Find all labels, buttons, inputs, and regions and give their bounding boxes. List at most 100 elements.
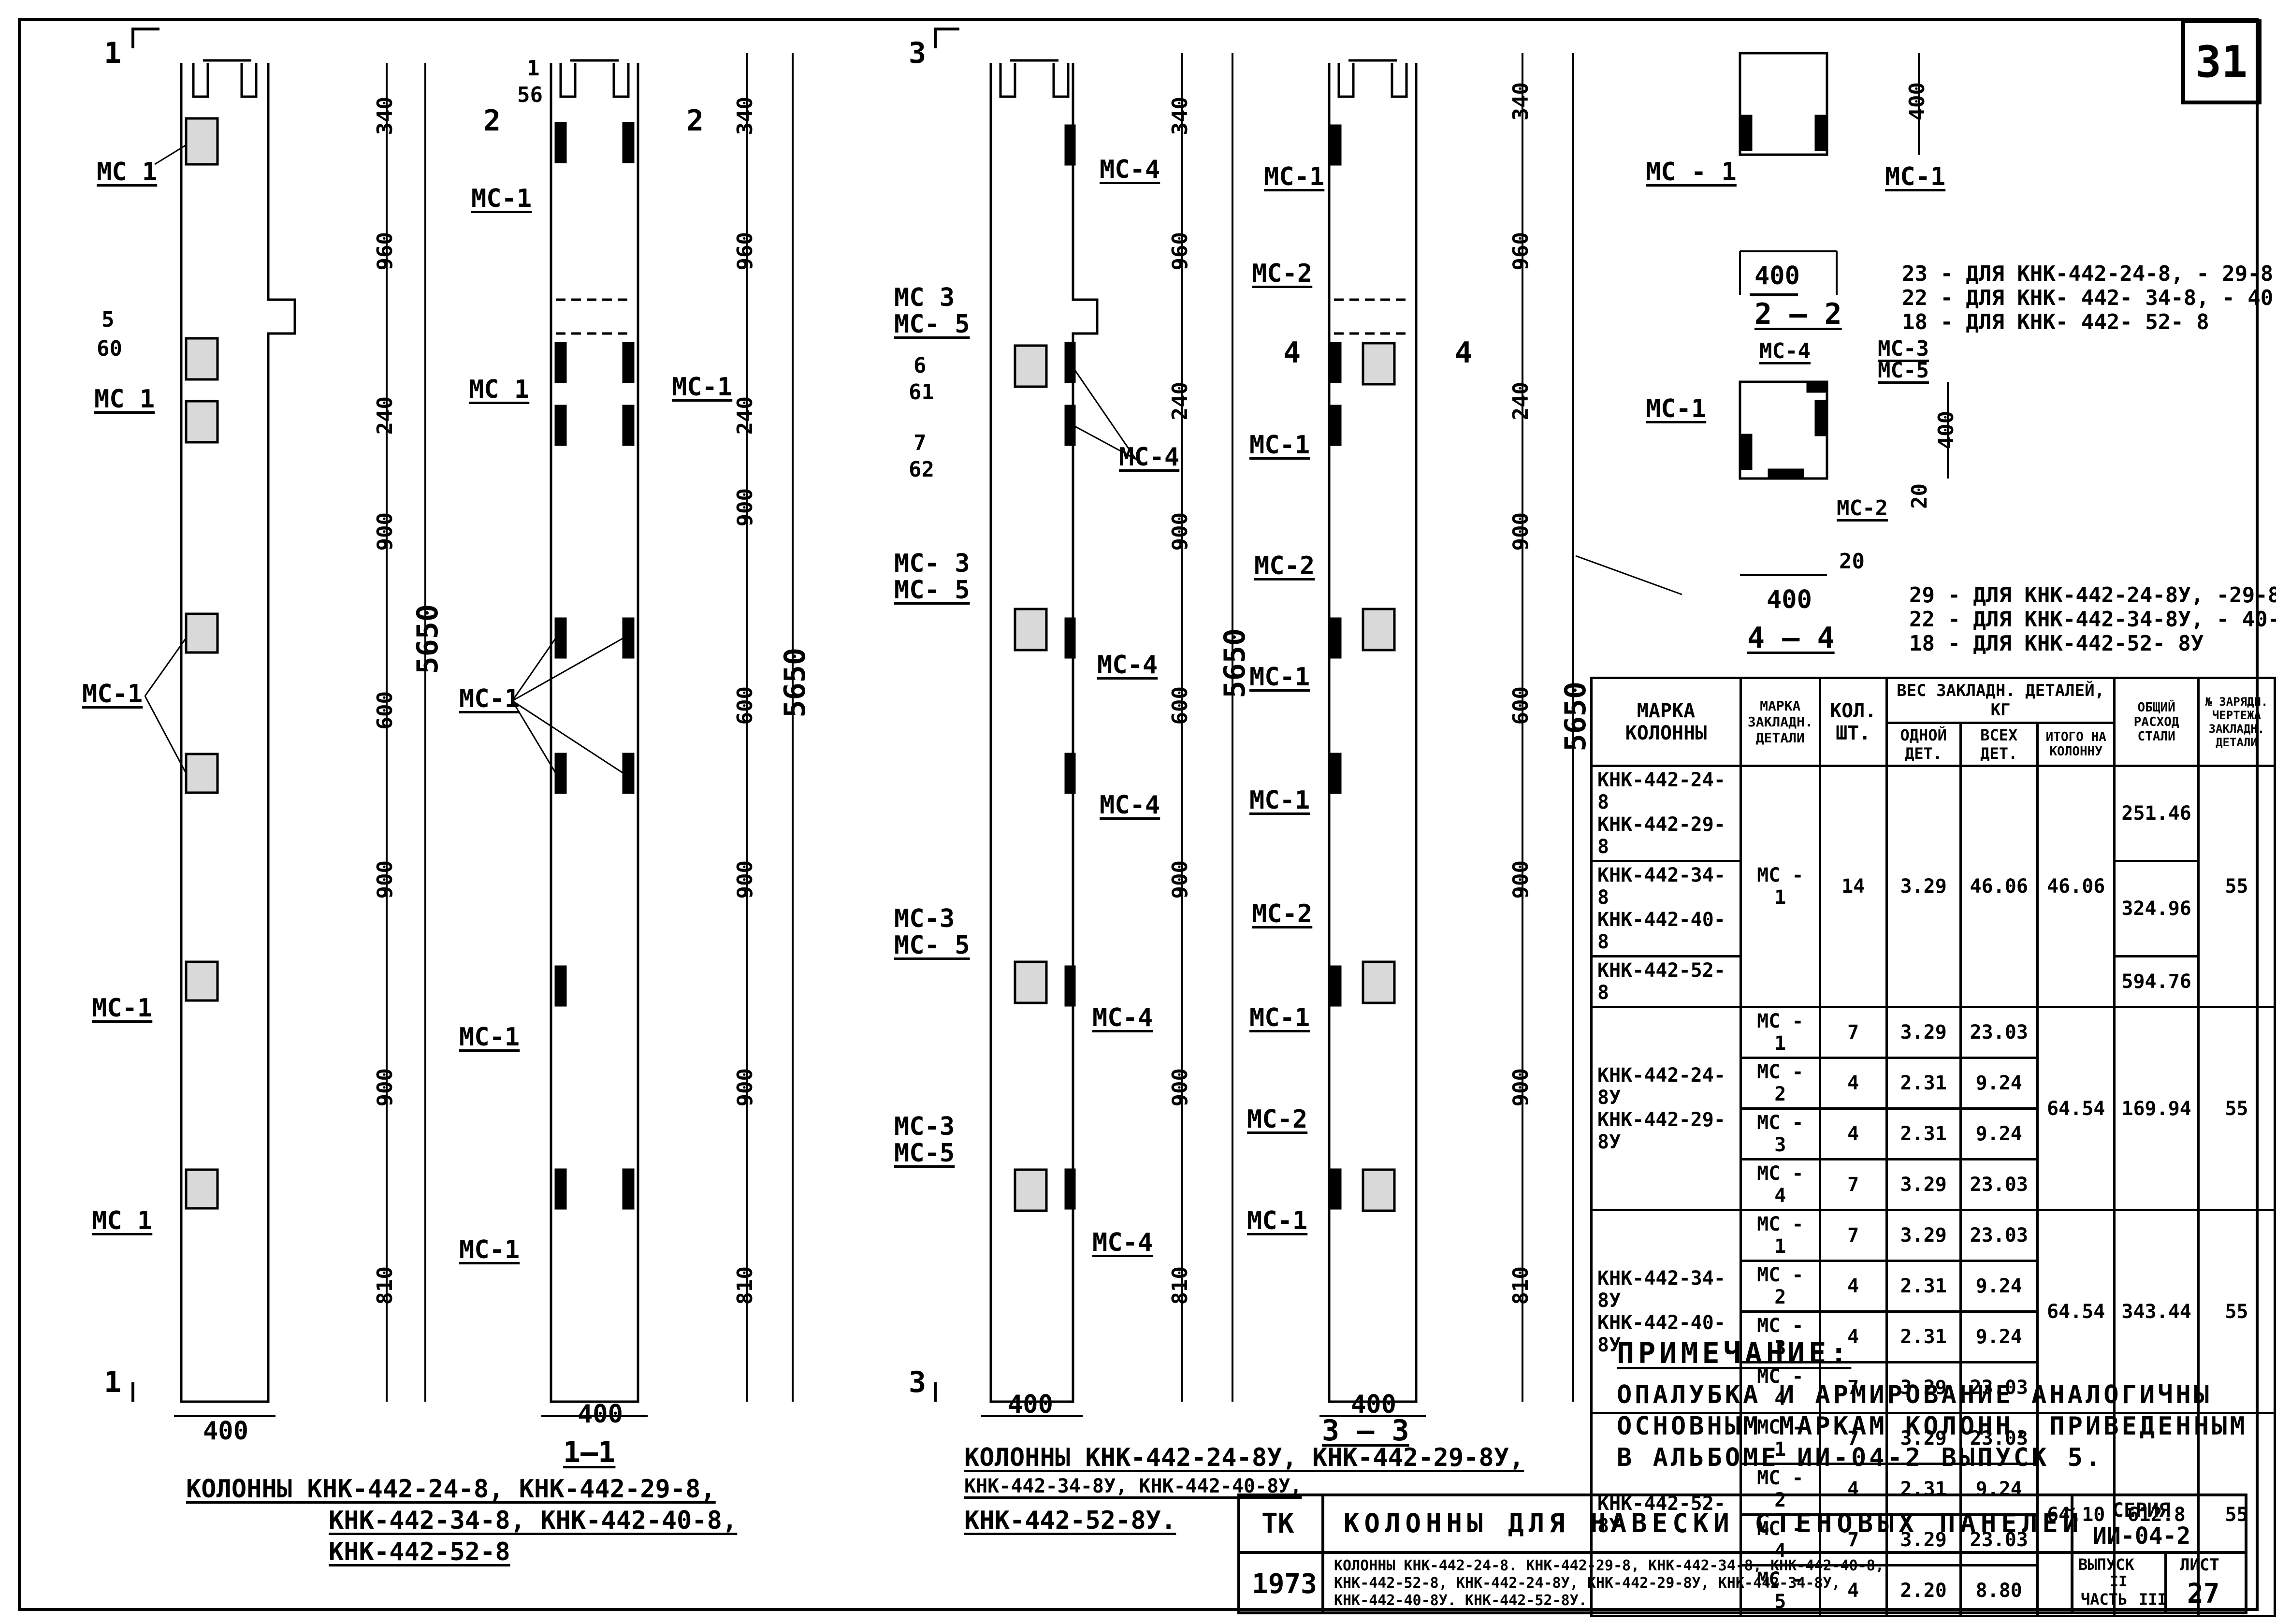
cell-all: 8.80 bbox=[1959, 1564, 2039, 1617]
cell-total: 64.54 bbox=[2036, 1209, 2116, 1414]
cell-one: 3.29 bbox=[1885, 1513, 1962, 1566]
note-title: ПРИМЕЧАНИЕ: bbox=[1617, 1336, 1852, 1370]
caption-mid-1: КНК-442-34-8У, КНК-442-40-8У, bbox=[964, 1475, 1302, 1497]
tb-sheet: 27 bbox=[2187, 1578, 2220, 1610]
cell-all: 9.24 bbox=[1959, 1310, 2039, 1363]
col4-dim-810: 810 bbox=[1508, 1266, 1533, 1305]
section44-dim-20: 20 bbox=[1907, 483, 1932, 509]
section22-note-1: 22 - ДЛЯ КНК- 442- 34-8, - 40-8 bbox=[1902, 286, 2276, 310]
cell-one: 2.31 bbox=[1885, 1057, 1962, 1110]
col3-label-ms3-a: МС 3 bbox=[894, 283, 955, 312]
table-header-row: МАРКА КОЛОННЫ МАРКА ЗАКЛАДН. ДЕТАЛИ КОЛ.… bbox=[1590, 677, 2276, 767]
cell-mark: КНК-442-34-8У КНК-442-40-8У bbox=[1590, 1209, 1742, 1414]
cell-qty: 7 bbox=[1818, 1513, 1888, 1566]
cell-total: 46.06 bbox=[2036, 765, 2116, 1008]
col3-dim-900b: 900 bbox=[1168, 860, 1192, 899]
col2-dim-900c: 900 bbox=[733, 1068, 757, 1107]
cell-all: 23.03 bbox=[1959, 1006, 2039, 1059]
cell-embed: МС - 4 bbox=[1740, 1513, 1821, 1566]
mark-line: КНК-442-29-8У bbox=[1597, 1108, 1725, 1153]
col4-label-ms2-b: МС-2 bbox=[1254, 551, 1315, 580]
col2-label-ms1-d: МС-1 bbox=[459, 684, 520, 713]
cell-drawing: 55 bbox=[2197, 1412, 2276, 1617]
col3-dim-340: 340 bbox=[1168, 97, 1192, 135]
col4-dim-total: 5650 bbox=[1559, 682, 1593, 752]
section44-label-ms3: МС-3 bbox=[1878, 336, 1929, 361]
cell-one: 2.31 bbox=[1885, 1463, 1962, 1516]
tb-sheet-label: ЛИСТ bbox=[2180, 1555, 2219, 1575]
col4-dim-900c: 900 bbox=[1508, 1068, 1533, 1107]
leader-lines bbox=[144, 144, 1682, 774]
col4-width: 400 bbox=[1351, 1390, 1396, 1419]
col1-dim-900a: 900 bbox=[373, 512, 397, 551]
col4-section-title: 3 — 3 bbox=[1322, 1414, 1409, 1448]
th-mark: МАРКА КОЛОННЫ bbox=[1590, 677, 1742, 767]
col3-label-ms5-c: МС- 5 bbox=[894, 931, 970, 960]
caption-left-2: КНК-442-52-8 bbox=[329, 1537, 510, 1566]
cell-total: 64.10 bbox=[2036, 1412, 2116, 1617]
col3-label-ms4-d: МС-4 bbox=[1100, 791, 1160, 820]
section44-label-ms1: МС-1 bbox=[1646, 394, 1707, 423]
col3-dim-240: 240 bbox=[1168, 382, 1192, 420]
th-drawing: № ЗАРЯДН. ЧЕРТЕЖА ЗАКЛАДН. ДЕТАЛИ bbox=[2197, 677, 2276, 767]
col3-callout-a-bottom: 61 bbox=[909, 380, 934, 405]
col4-label-ms2-a: МС-2 bbox=[1252, 259, 1313, 288]
cell-embed: МС - 5 bbox=[1740, 1564, 1821, 1617]
title-block: ТК 1973 КОЛОННЫ ДЛЯ НАВЕСКИ СТЕНОВЫХ ПАН… bbox=[1237, 1494, 2247, 1614]
col2-label-ms1-b: МС 1 bbox=[469, 375, 530, 404]
col1-dim-total: 5650 bbox=[411, 604, 445, 674]
cell-steel: 612.8 bbox=[2113, 1412, 2200, 1617]
table-subheader-row: ОДНОЙ ДЕТ. ВСЕХ ДЕТ. ИТОГО НА КОЛОННУ bbox=[1592, 722, 2275, 767]
cell-mark: КНК-442-34-8 КНК-442-40-8 bbox=[1590, 860, 1742, 957]
cell-one: 2.31 bbox=[1885, 1107, 1962, 1160]
cell-one: 3.29 bbox=[1885, 1209, 1962, 1262]
col4-dim-900b: 900 bbox=[1508, 860, 1533, 899]
cell-steel: 324.96 bbox=[2113, 860, 2200, 957]
col4-dim-900a: 900 bbox=[1508, 512, 1533, 551]
detail-section-top bbox=[1739, 52, 1920, 156]
cell-qty: 4 bbox=[1818, 1564, 1888, 1617]
col4-label-ms1-f: МС-1 bbox=[1247, 1206, 1308, 1235]
column-4-outline bbox=[1319, 53, 1574, 1417]
col4-label-ms1-a: МС-1 bbox=[1264, 162, 1325, 191]
col4-label-ms2-c: МС-2 bbox=[1252, 899, 1313, 928]
cell-one: 2.31 bbox=[1885, 1310, 1962, 1363]
section22-title: 2 — 2 bbox=[1754, 297, 1842, 331]
tb-series-label: СЕРИЯ bbox=[2112, 1499, 2171, 1522]
cell-embed: МС - 2 bbox=[1740, 1463, 1821, 1516]
cell-qty: 7 bbox=[1818, 1209, 1888, 1262]
cell-embed: МС - 1 bbox=[1740, 765, 1821, 1008]
th-embed: МАРКА ЗАКЛАДН. ДЕТАЛИ bbox=[1740, 677, 1821, 767]
col2-dim-total: 5650 bbox=[778, 648, 812, 718]
col3-label-ms4-e: МС-4 bbox=[1092, 1003, 1153, 1032]
col3-label-ms4-a: МС-4 bbox=[1100, 155, 1160, 184]
cell-embed: МС - 1 bbox=[1740, 1006, 1821, 1059]
detail-top-label-left: МС - 1 bbox=[1646, 158, 1737, 187]
cell-embed: МС - 1 bbox=[1740, 1412, 1821, 1465]
col2-dim-340: 340 bbox=[733, 97, 757, 135]
cell-embed: МС - 2 bbox=[1740, 1057, 1821, 1110]
col1-dim-340: 340 bbox=[373, 97, 397, 135]
spec-table: МАРКА КОЛОННЫ МАРКА ЗАКЛАДН. ДЕТАЛИ КОЛ.… bbox=[1590, 677, 2276, 1617]
col2-cut-mark-right: 2 bbox=[686, 104, 704, 138]
cell-steel: 594.76 bbox=[2113, 955, 2200, 1008]
column-3-outline bbox=[934, 28, 1233, 1417]
sheet-number: 31 bbox=[2195, 36, 2248, 87]
col1-dim-900b: 900 bbox=[373, 860, 397, 899]
col2-label-ms1-e: МС-1 bbox=[459, 1023, 520, 1052]
table-row: МС - 2 4 2.31 9.24 bbox=[1592, 1260, 2275, 1313]
col3-section-mark-top: 3 bbox=[909, 36, 927, 70]
tb-title: КОЛОННЫ ДЛЯ НАВЕСКИ СТЕНОВЫХ ПАНЕЛЕЙ bbox=[1344, 1508, 2084, 1538]
tb-sheet-cell bbox=[2164, 1551, 2247, 1614]
cell-steel: 251.46 bbox=[2113, 765, 2200, 862]
col1-callout-top: 5 bbox=[101, 307, 115, 332]
table-row: КНК-442-34-8У КНК-442-40-8У МС - 1 7 3.2… bbox=[1590, 1209, 2276, 1414]
cell-embed: МС - 4 bbox=[1740, 1361, 1821, 1414]
col3-label-ms5-d: МС-5 bbox=[894, 1139, 955, 1168]
table-row: МС - 2 4 2.31 9.24 bbox=[1592, 1057, 2275, 1110]
cell-one: 3.29 bbox=[1885, 1361, 1962, 1414]
col3-dim-600: 600 bbox=[1168, 686, 1192, 725]
col3-label-ms4-c: МС-4 bbox=[1097, 651, 1158, 680]
cell-all: 23.03 bbox=[1959, 1361, 2039, 1414]
